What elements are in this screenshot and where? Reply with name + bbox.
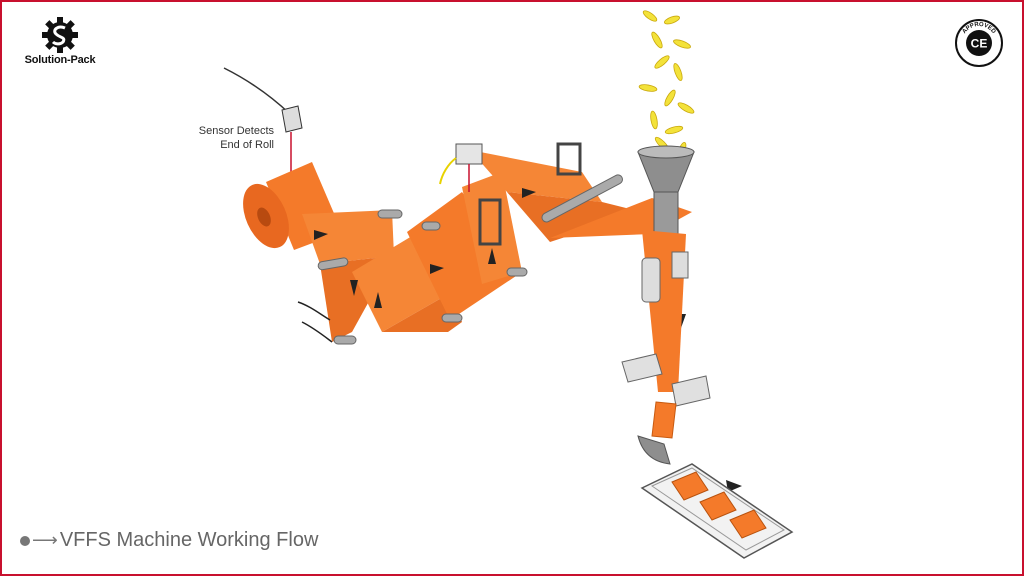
caption-text: VFFS Machine Working Flow xyxy=(59,529,319,551)
ce-mark-icon: APPROVED CE xyxy=(955,19,1003,67)
ce-mark-text: CE xyxy=(971,37,988,51)
sensor-label: Sensor Detects End of Roll xyxy=(162,124,274,152)
forming-tube xyxy=(637,145,695,392)
photo-sensors xyxy=(297,301,333,343)
sensor-label-line1: Sensor Detects xyxy=(198,125,274,137)
sealing-jaws xyxy=(621,353,711,407)
ce-approved-badge: APPROVED CE xyxy=(954,18,1004,68)
bullet-dot-icon xyxy=(20,535,30,546)
output-conveyor xyxy=(640,463,794,559)
registration-sensor-icon xyxy=(439,143,483,192)
brand-logo: Solution-Pack xyxy=(20,16,100,72)
film-web xyxy=(302,150,692,342)
arrow-right-icon: ⟶ xyxy=(32,530,58,550)
slide-caption: ⟶ VFFS Machine Working Flow xyxy=(20,529,318,552)
finished-bag xyxy=(651,401,677,439)
discharge-chute xyxy=(637,435,671,465)
guide-frame-icon xyxy=(478,142,582,246)
sensor-cable xyxy=(223,67,291,115)
sensor-label-line2: End of Roll xyxy=(220,139,274,151)
guide-rollers xyxy=(317,174,623,345)
gear-logo-icon xyxy=(42,17,78,53)
product-stream xyxy=(638,10,695,158)
brand-name: Solution-Pack xyxy=(24,54,96,66)
